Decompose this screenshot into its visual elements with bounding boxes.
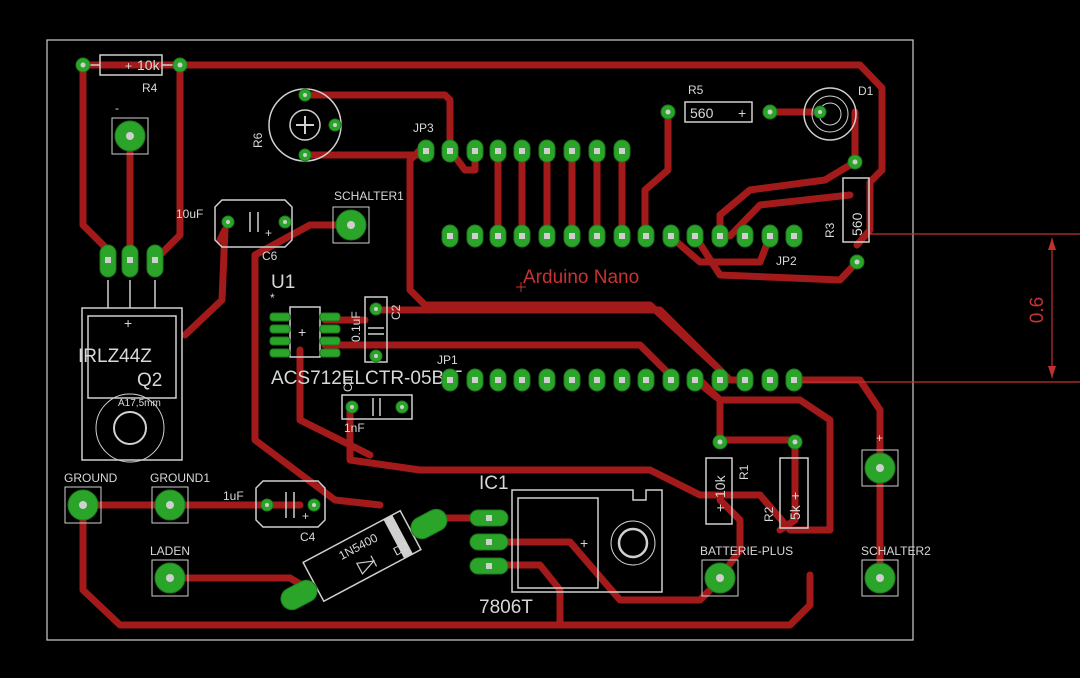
r2-name: R2 — [762, 506, 776, 522]
capacitor-c2[interactable]: 0.1uF C2 — [349, 296, 403, 363]
regulator-ic1[interactable]: IC1 + 7806T — [469, 473, 663, 618]
c1-name: C1 — [341, 376, 355, 392]
laden-name: LADEN — [150, 544, 190, 558]
ic-u1[interactable]: U1 * + ACS712ELCTR-05B-T — [269, 272, 463, 389]
header-jp1[interactable]: JP1 — [437, 353, 803, 392]
u1-name: U1 — [271, 272, 295, 293]
r1-name: R1 — [737, 464, 751, 480]
ground1-name: GROUND1 — [150, 471, 210, 485]
header-jp3[interactable]: JP3 — [413, 121, 631, 163]
r4-name: R4 — [142, 81, 158, 95]
transistor-q2[interactable]: + IRLZ44Z Q2 A17,5mm — [78, 244, 183, 463]
jp2-pins — [441, 224, 803, 248]
ground-name: GROUND — [64, 471, 118, 485]
c2-name: C2 — [389, 304, 403, 320]
svg-text:+: + — [124, 315, 132, 331]
resistor-r4[interactable]: + 10k R4 — [75, 54, 188, 95]
d2-part: 1N5400 — [336, 530, 380, 562]
ic1-name: IC1 — [479, 473, 509, 494]
svg-text:+: + — [298, 324, 306, 340]
jp1-pins — [441, 368, 803, 392]
minus-terminal[interactable]: - — [111, 101, 149, 155]
resistor-r2[interactable]: + 5k R2 — [762, 434, 809, 529]
terminal-laden[interactable]: LADEN — [150, 544, 190, 597]
c2-value: 0.1uF — [349, 311, 363, 342]
schalter2-name: SCHALTER2 — [861, 544, 931, 558]
r1-value: 10k — [712, 474, 728, 498]
svg-text:+: + — [787, 492, 803, 500]
svg-text:+: + — [712, 504, 728, 512]
resistor-r3[interactable]: 560 R3 — [823, 154, 870, 270]
terminal-ground[interactable]: GROUND — [64, 471, 118, 524]
header-jp2[interactable]: JP2 — [441, 224, 803, 268]
r5-value: 560 — [690, 105, 714, 121]
minus-sign: - — [115, 101, 119, 115]
schalter1-name: SCHALTER1 — [334, 189, 404, 203]
capacitor-c1[interactable]: C1 1nF — [341, 376, 413, 435]
dimension-label: 0.6 — [1027, 297, 1048, 323]
d1-name: D1 — [858, 84, 874, 98]
led-d1[interactable]: D1 — [803, 84, 874, 141]
board-title: Arduino Nano — [523, 267, 639, 288]
r6-name: R6 — [251, 132, 265, 148]
svg-text:+: + — [265, 226, 272, 240]
c6-name: C6 — [262, 249, 278, 263]
c4-value: 1uF — [223, 489, 244, 503]
ic1-part: 7806T — [479, 597, 533, 618]
svg-text:+: + — [738, 105, 746, 121]
q2-note: A17,5mm — [118, 398, 161, 409]
terminal-ground1[interactable]: GROUND1 — [150, 471, 210, 524]
d2-name: D2 — [391, 539, 411, 559]
capacitor-c4[interactable]: 1uF + C4 — [223, 480, 326, 544]
r4-value: 10k — [137, 57, 161, 73]
plus-terminal[interactable]: + — [861, 431, 899, 487]
svg-text:+: + — [302, 509, 309, 523]
c6-value: 10uF — [176, 207, 203, 221]
dimension-marker: 0.6 — [800, 233, 1080, 383]
c1-value: 1nF — [344, 421, 365, 435]
svg-text:+: + — [580, 535, 588, 551]
svg-text:*: * — [270, 291, 275, 305]
q2-part: IRLZ44Z — [78, 346, 152, 367]
svg-text:+: + — [125, 59, 132, 73]
cross-marker — [516, 282, 526, 292]
u1-part: ACS712ELCTR-05B-T — [271, 368, 463, 389]
board-outline — [46, 39, 914, 641]
terminal-schalter1[interactable]: SCHALTER1 — [332, 189, 404, 244]
terminal-batterie-plus[interactable]: BATTERIE-PLUS — [700, 544, 793, 597]
q2-name: Q2 — [137, 370, 162, 391]
batterie-plus-name: BATTERIE-PLUS — [700, 544, 793, 558]
resistor-r1[interactable]: 10k + R1 — [705, 434, 751, 525]
capacitor-c6[interactable]: 10uF + C6 — [176, 199, 293, 263]
r3-value: 560 — [849, 212, 865, 236]
plus-sign: + — [876, 431, 883, 445]
terminal-schalter2[interactable]: SCHALTER2 — [861, 544, 931, 597]
c4-name: C4 — [300, 530, 316, 544]
r5-name: R5 — [688, 83, 704, 97]
r2-value: 5k — [787, 504, 803, 520]
jp3-pins — [417, 139, 631, 163]
jp3-name: JP3 — [413, 121, 434, 135]
r3-name: R3 — [823, 222, 837, 238]
jp1-name: JP1 — [437, 353, 458, 367]
jp2-name: JP2 — [776, 254, 797, 268]
trimmer-r6[interactable]: R6 — [251, 88, 342, 162]
resistor-r5[interactable]: R5 560 + — [660, 83, 778, 123]
